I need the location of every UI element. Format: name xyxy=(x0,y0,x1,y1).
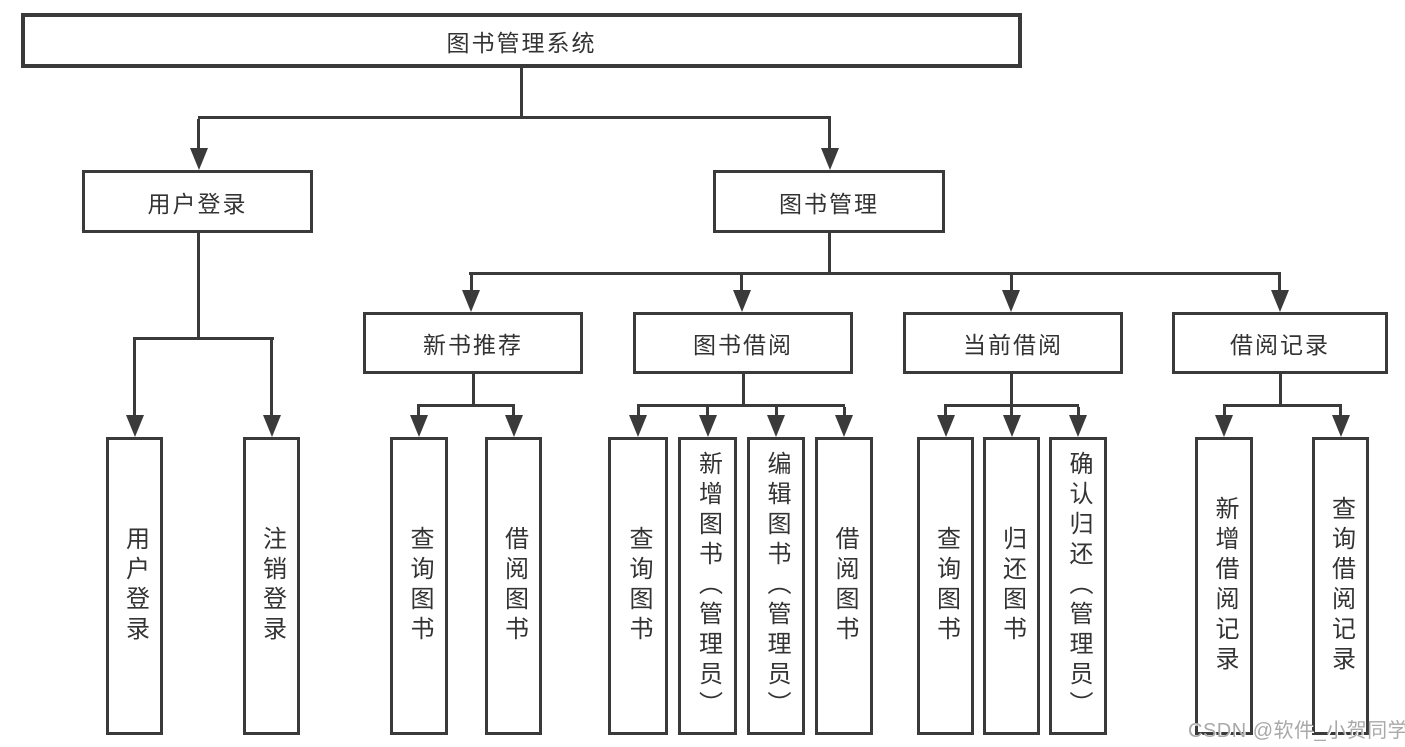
connector-line xyxy=(270,337,273,415)
connector-line xyxy=(469,272,1281,275)
connector-line xyxy=(944,404,1079,407)
connector-line xyxy=(520,68,523,119)
connector-line xyxy=(740,272,743,291)
arrow-down-icon xyxy=(1002,415,1021,437)
watermark: CSDN @软件_小贺同学 xyxy=(1188,720,1405,742)
connector-line xyxy=(828,233,831,272)
arrow-down-icon xyxy=(629,415,647,437)
arrow-down-icon xyxy=(767,415,785,437)
leaf-records-query-record: 查询借阅记录 xyxy=(1312,437,1369,735)
arrow-down-icon xyxy=(1069,415,1087,437)
arrow-down-icon xyxy=(820,148,839,170)
connector-line xyxy=(706,407,709,416)
arrow-down-icon xyxy=(732,290,751,312)
connector-line xyxy=(944,407,947,416)
arrow-down-icon xyxy=(1002,290,1020,312)
connector-line xyxy=(1009,272,1013,291)
arrow-down-icon xyxy=(262,415,281,437)
leaf-borrow-borrow-books: 借阅图书 xyxy=(815,437,873,735)
connector-line xyxy=(1278,272,1281,291)
connector-line xyxy=(1223,404,1342,407)
arrow-down-icon xyxy=(1215,415,1233,437)
node-book-borrow: 图书借阅 xyxy=(633,312,853,374)
arrow-down-icon xyxy=(835,415,853,437)
connector-line xyxy=(196,233,200,337)
connector-line xyxy=(469,272,473,291)
leaf-current-query-books: 查询图书 xyxy=(917,437,974,735)
connector-line xyxy=(1222,407,1226,416)
arrow-down-icon xyxy=(462,290,480,312)
leaf-borrow-edit-books-admin: 编辑图书（管理员） xyxy=(747,437,805,735)
arrow-down-icon xyxy=(189,148,208,170)
leaf-logout: 注销登录 xyxy=(243,437,300,735)
arrow-down-icon xyxy=(698,415,717,437)
leaf-records-add-record: 新增借阅记录 xyxy=(1195,437,1253,735)
connector-line xyxy=(1339,407,1342,416)
connector-line xyxy=(1076,407,1080,416)
connector-line xyxy=(417,407,420,416)
connector-line xyxy=(471,374,475,407)
connector-line xyxy=(1278,374,1282,407)
arrow-down-icon xyxy=(1331,415,1350,437)
leaf-borrow-add-books-admin: 新增图书（管理员） xyxy=(678,437,737,735)
connector-line xyxy=(774,407,778,416)
connector-line xyxy=(1010,374,1013,407)
leaf-borrow-query-books: 查询图书 xyxy=(608,437,668,735)
connector-line xyxy=(198,116,831,119)
leaf-user-login: 用户登录 xyxy=(106,437,163,735)
connector-line xyxy=(512,407,515,416)
connector-line xyxy=(133,337,274,340)
connector-line xyxy=(1010,407,1013,416)
leaf-current-confirm-return-admin: 确认归还（管理员） xyxy=(1049,437,1107,735)
leaf-recommend-query-books: 查询图书 xyxy=(390,437,448,735)
connector-line xyxy=(417,404,515,407)
arrow-down-icon xyxy=(504,415,523,437)
arrow-down-icon xyxy=(1270,290,1289,312)
connector-line xyxy=(842,407,846,416)
node-book-management: 图书管理 xyxy=(713,170,945,233)
connector-line xyxy=(636,407,640,416)
connector-line xyxy=(828,119,831,150)
arrow-down-icon xyxy=(409,415,428,437)
connector-line xyxy=(133,337,136,415)
connector-line xyxy=(197,119,200,150)
connector-line xyxy=(741,374,745,407)
leaf-recommend-borrow-books: 借阅图书 xyxy=(485,437,542,735)
arrow-down-icon xyxy=(936,415,955,437)
node-root: 图书管理系统 xyxy=(21,13,1022,68)
node-borrow-records: 借阅记录 xyxy=(1172,312,1388,374)
arrow-down-icon xyxy=(125,415,144,437)
node-user-login: 用户登录 xyxy=(82,170,313,233)
node-current-borrow: 当前借阅 xyxy=(903,312,1123,374)
leaf-current-return-books: 归还图书 xyxy=(983,437,1040,735)
node-new-book-recommend: 新书推荐 xyxy=(363,312,583,374)
connector-line xyxy=(637,404,845,407)
